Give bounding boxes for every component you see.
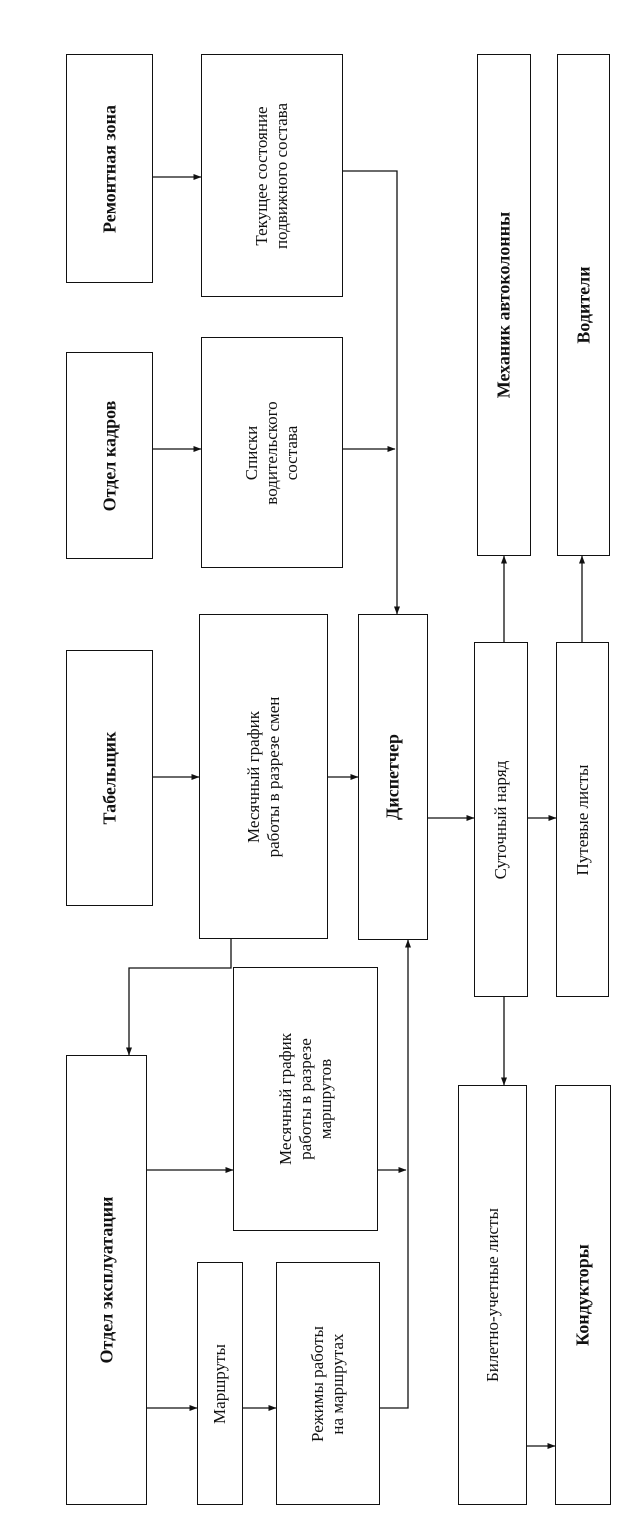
timekeeper-label: Табельщик	[98, 731, 119, 825]
ticket-sheets-label: Билетно-учетные листы	[482, 1208, 502, 1382]
daily-order-box: Суточный наряд	[474, 642, 528, 997]
waybills-label: Путевые листы	[572, 764, 592, 875]
monthly-schedule-shifts-line-1: Месячный график	[243, 710, 263, 843]
monthly-schedule-routes-line-3: маршрутов	[315, 1058, 335, 1140]
waybills-box: Путевые листы	[556, 642, 609, 997]
monthly-schedule-routes-line-1: Месячный график	[275, 1032, 295, 1166]
monthly-schedule-routes-box: Месячный график работы в разрезе маршрут…	[233, 967, 378, 1231]
rolling-stock-state-box: Текущее состояние подвижного состава	[201, 54, 343, 297]
operations-department-box: Отдел эксплуатации	[66, 1055, 147, 1505]
drivers-label: Водители	[572, 266, 593, 344]
conductors-label: Кондукторы	[572, 1244, 593, 1346]
dispatcher-box: Диспетчер	[358, 614, 428, 940]
timekeeper-box: Табельщик	[66, 650, 153, 906]
ticket-sheets-box: Билетно-учетные листы	[458, 1085, 527, 1505]
rolling-stock-state-line-2: подвижного состава	[272, 102, 291, 249]
route-work-modes-line-1: Режимы работы	[307, 1325, 327, 1442]
daily-order-label: Суточный наряд	[490, 760, 510, 879]
driver-lists-line-1: Списки	[241, 425, 261, 480]
driver-lists-line-3: состава	[282, 425, 302, 480]
operations-department-label: Отдел эксплуатации	[95, 1196, 116, 1364]
drivers-box: Водители	[557, 54, 610, 556]
route-work-modes-line-2: на маршрутах	[328, 1332, 347, 1435]
monthly-schedule-shifts-line-2: работы в разрезе смен	[263, 696, 283, 857]
conductors-box: Кондукторы	[555, 1085, 611, 1505]
monthly-schedule-shifts-label: Месячный график работы в разрезе смен	[243, 696, 283, 857]
driver-lists-label: Списки водительского состава	[242, 401, 302, 504]
routes-label: Маршруты	[209, 1343, 229, 1424]
arrow-modes-to-dispatcher	[380, 939, 411, 1409]
arrow-state-to-dispatcher	[343, 170, 400, 615]
monthly-schedule-routes-label: Месячный график работы в разрезе маршрут…	[275, 1033, 335, 1165]
route-work-modes-box: Режимы работы на маршрутах	[276, 1262, 380, 1505]
hr-department-label: Отдел кадров	[98, 400, 119, 511]
driver-lists-line-2: водительского	[261, 400, 281, 505]
route-work-modes-label: Режимы работы на маршрутах	[308, 1326, 348, 1442]
routes-box: Маршруты	[197, 1262, 243, 1505]
repair-zone-label: Ремонтная зона	[98, 104, 119, 233]
rolling-stock-state-line-1: Текущее состояние	[251, 105, 271, 246]
driver-lists-box: Списки водительского состава	[201, 337, 343, 568]
monthly-schedule-shifts-box: Месячный график работы в разрезе смен	[199, 614, 328, 939]
repair-zone-box: Ремонтная зона	[66, 54, 153, 283]
column-mechanic-label: Механик автоколонны	[493, 211, 514, 399]
arrow-shifts-to-operations	[126, 939, 232, 1056]
rolling-stock-state-label: Текущее состояние подвижного состава	[252, 102, 292, 248]
column-mechanic-box: Механик автоколонны	[477, 54, 531, 556]
hr-department-box: Отдел кадров	[66, 352, 153, 559]
dispatcher-label: Диспетчер	[382, 733, 403, 821]
monthly-schedule-routes-line-2: работы в разрезе	[295, 1038, 315, 1160]
